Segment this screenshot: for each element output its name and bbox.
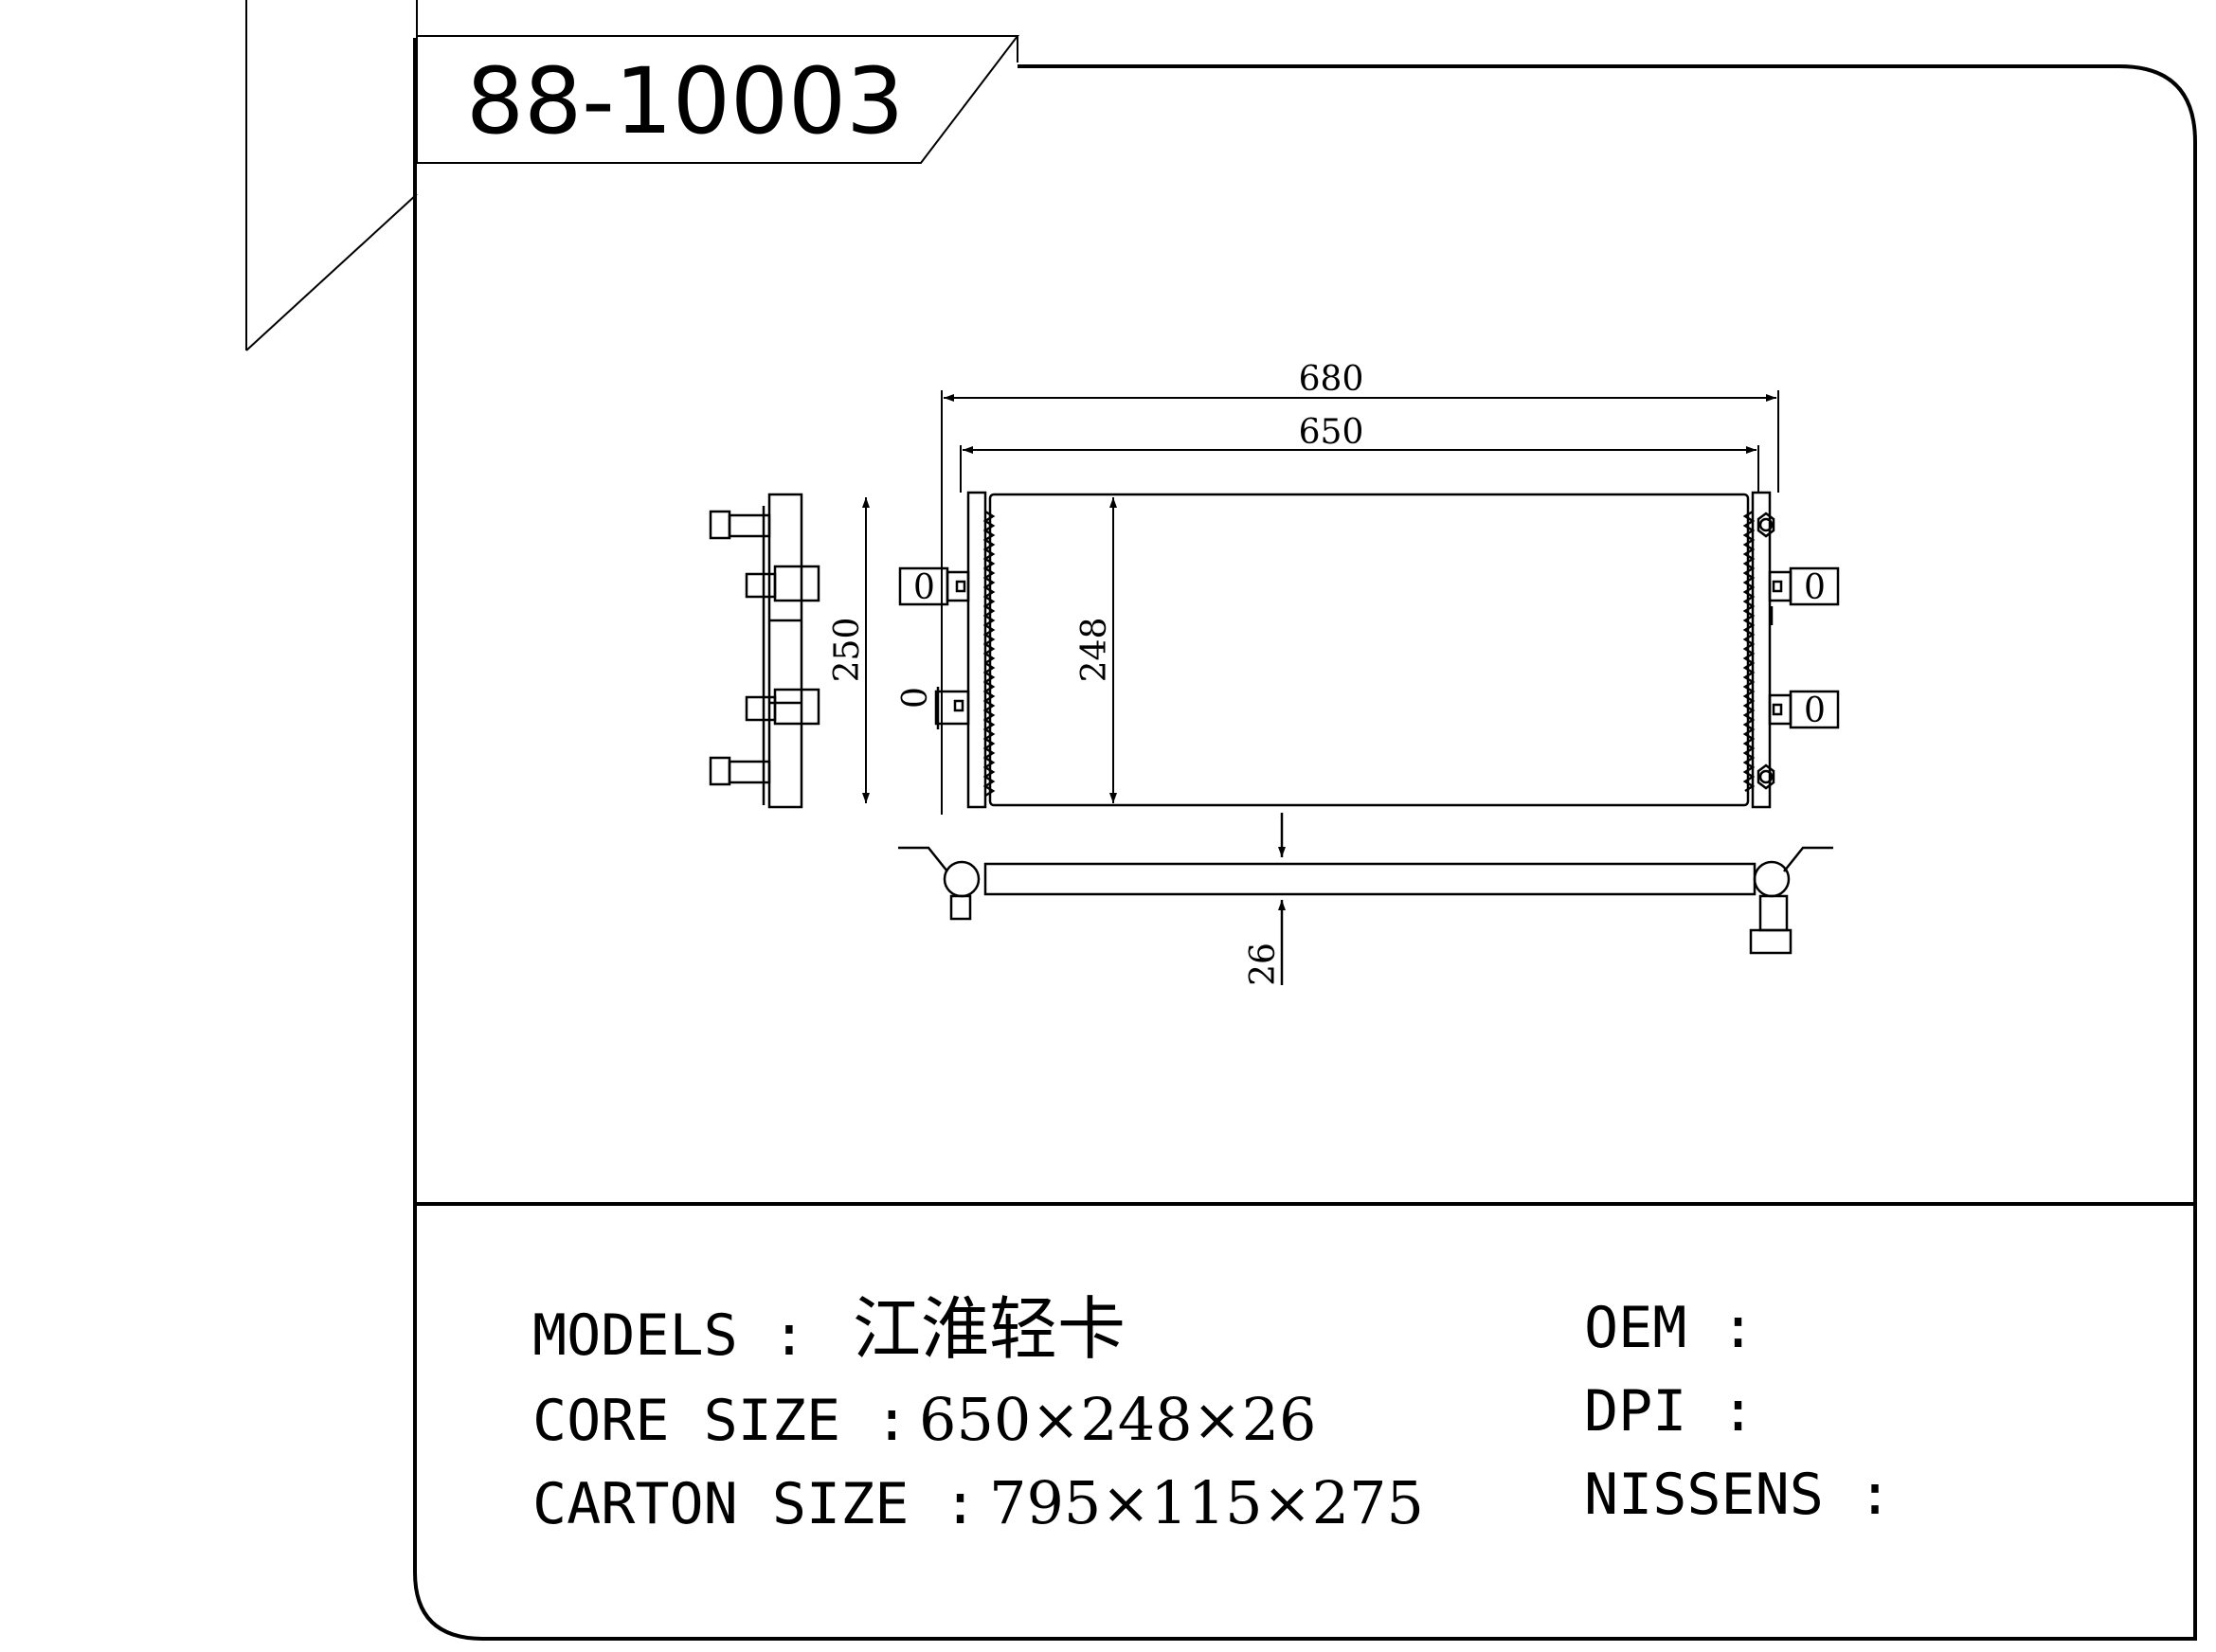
port-mark-left-lower: 0	[896, 687, 935, 709]
oem-label: OEM :	[1584, 1295, 1756, 1361]
carton-size-label: CARTON SIZE :	[532, 1471, 978, 1537]
core-size-value: 650×248×26	[919, 1385, 1316, 1454]
port-mark-right-upper: 0	[1804, 568, 1826, 607]
carton-size-value: 795×115×275	[989, 1468, 1424, 1537]
dim-overall-width: 680	[1299, 360, 1364, 399]
core-size-label: CORE SIZE :	[532, 1388, 909, 1454]
models-value: 江淮轻卡	[853, 1289, 1126, 1369]
radiator-front-view	[898, 491, 1840, 809]
dim-overall-height: 250	[828, 618, 867, 683]
main-frame	[413, 38, 2197, 1641]
nissens-label: NISSENS :	[1584, 1462, 1892, 1528]
dim-core-depth: 26	[1244, 943, 1283, 986]
port-mark-right-lower: 0	[1804, 691, 1826, 730]
radiator-side-view	[709, 493, 820, 809]
radiator-bottom-view	[898, 813, 1833, 985]
dim-core-height: 248	[1075, 618, 1114, 683]
dimension-lines	[862, 390, 1779, 815]
dpi-label: DPI :	[1584, 1378, 1756, 1445]
port-mark-left-upper: 0	[913, 568, 935, 607]
part-number: 88-10003	[466, 48, 904, 154]
models-label: MODELS :	[532, 1302, 806, 1369]
dim-core-width: 650	[1299, 413, 1364, 452]
